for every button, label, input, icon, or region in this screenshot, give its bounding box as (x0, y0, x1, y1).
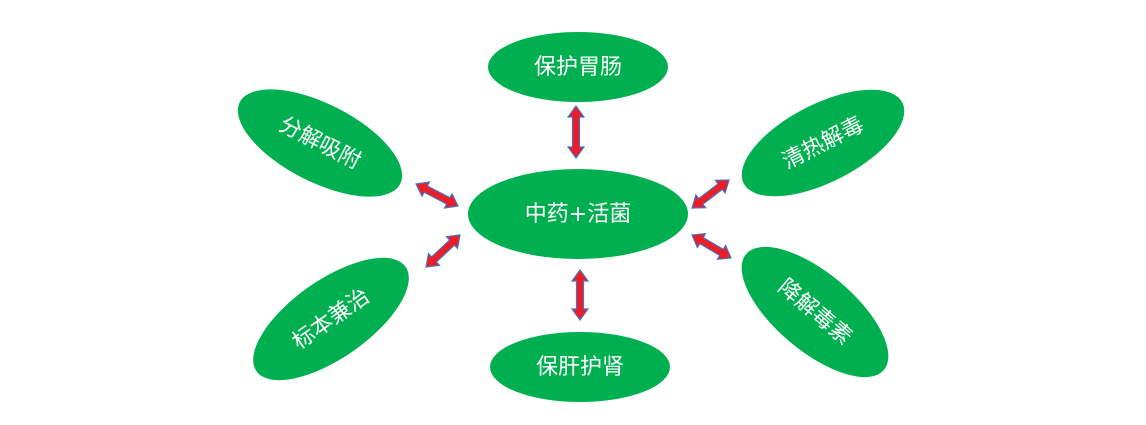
arrow-center-top (566, 104, 586, 160)
node-upper-left: 分解吸附 (237, 89, 403, 197)
center-node: 中药+活菌 (468, 169, 688, 259)
center-node-label: 中药+活菌 (525, 202, 631, 227)
arrow-center-lower-left (425, 234, 461, 268)
node-lower-left: 标本兼治 (253, 257, 409, 381)
arrow-center-bottom (570, 268, 590, 322)
arrow-center-upper-right (691, 179, 730, 209)
arrow-center-upper-left (415, 181, 459, 209)
node-top-label: 保护胃肠 (534, 55, 622, 80)
node-bottom: 保肝护肾 (490, 332, 670, 402)
node-top: 保护胃肠 (488, 32, 668, 102)
arrow-center-lower-right (691, 232, 732, 261)
node-upper-right: 清热解毒 (741, 89, 905, 197)
node-bottom-label: 保肝护肾 (536, 355, 624, 380)
node-lower-right: 降解毒素 (741, 246, 889, 378)
